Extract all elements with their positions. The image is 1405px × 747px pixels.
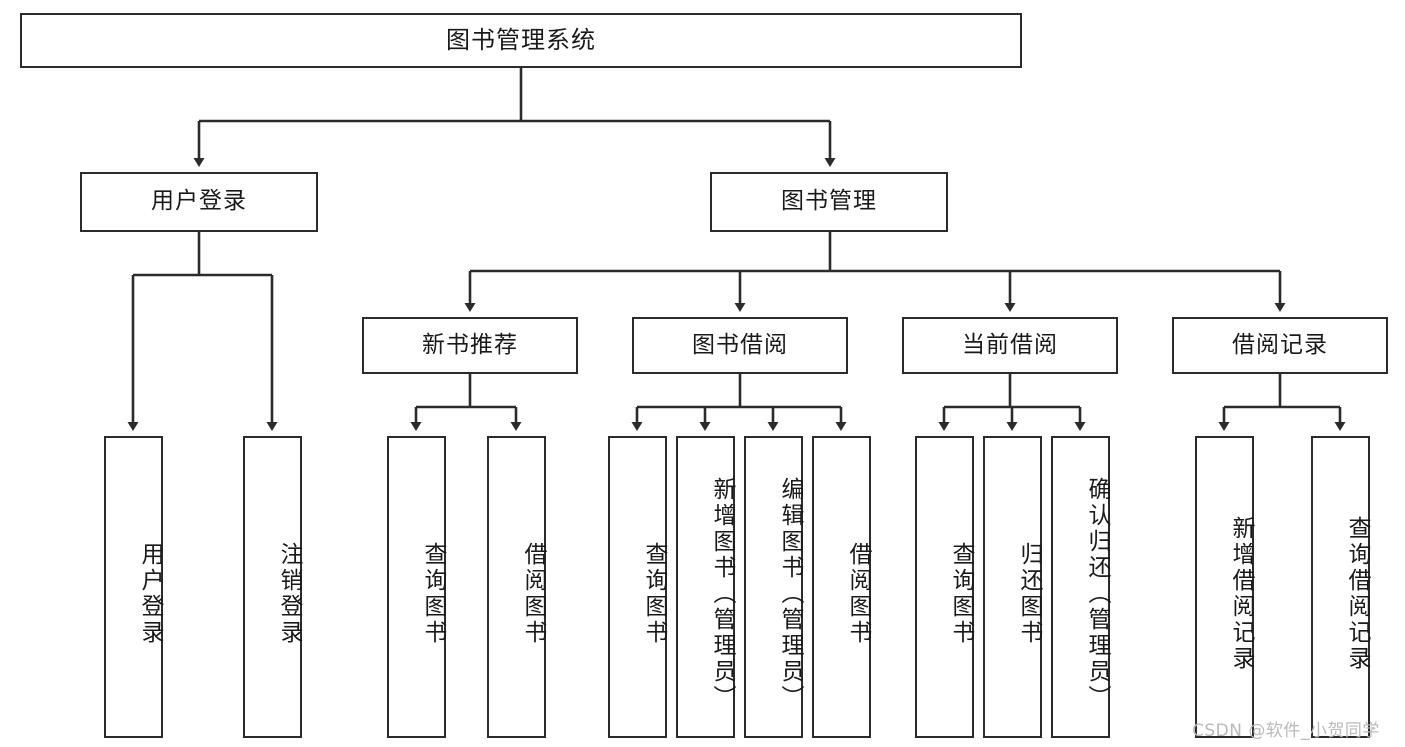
node-leaf-add-borrow-record[interactable]: 新增借阅记录 <box>1195 436 1254 738</box>
node-book-management[interactable]: 图书管理 <box>710 172 948 232</box>
node-leaf-add-book-admin[interactable]: 新增图书（管理员） <box>676 436 735 738</box>
csdn-watermark: CSDN @软件_小贺同学 <box>1192 716 1380 741</box>
node-leaf-confirm-return-admin-label: 确认归还（管理员） <box>1084 477 1110 711</box>
node-leaf-borrow-book-recommend[interactable]: 借阅图书 <box>487 436 546 738</box>
node-current-borrow[interactable]: 当前借阅 <box>902 317 1118 374</box>
node-leaf-query-book-recommend-label: 查询图书 <box>420 542 446 646</box>
node-leaf-query-book-borrow-label: 查询图书 <box>641 542 667 646</box>
node-user-login-label: 用户登录 <box>151 188 247 215</box>
node-leaf-user-login-label: 用户登录 <box>137 542 163 646</box>
node-leaf-add-book-admin-label: 新增图书（管理员） <box>709 477 735 711</box>
node-book-borrow-label: 图书借阅 <box>692 331 788 358</box>
node-leaf-query-book-current-label: 查询图书 <box>948 542 974 646</box>
connector-borrow-to-leaves <box>631 374 847 431</box>
node-current-borrow-label: 当前借阅 <box>962 331 1058 358</box>
node-leaf-query-borrow-record-label: 查询借阅记录 <box>1344 516 1370 672</box>
connector-current-to-leaves <box>938 374 1086 431</box>
connector-userlogin-to-leaves <box>127 232 278 431</box>
node-leaf-query-borrow-record[interactable]: 查询借阅记录 <box>1311 436 1370 738</box>
node-book-management-label: 图书管理 <box>781 188 877 215</box>
node-root[interactable]: 图书管理系统 <box>20 13 1022 68</box>
node-user-login[interactable]: 用户登录 <box>80 172 318 232</box>
node-leaf-borrow-book-label: 借阅图书 <box>845 542 871 646</box>
connector-root-to-level2 <box>193 68 836 167</box>
node-leaf-edit-book-admin[interactable]: 编辑图书（管理员） <box>744 436 803 738</box>
node-leaf-borrow-book[interactable]: 借阅图书 <box>812 436 871 738</box>
csdn-watermark-text: CSDN @软件_小贺同学 <box>1192 721 1380 741</box>
node-leaf-query-book-recommend[interactable]: 查询图书 <box>387 436 446 738</box>
node-leaf-confirm-return-admin[interactable]: 确认归还（管理员） <box>1051 436 1110 738</box>
connector-recommend-to-leaves <box>410 374 522 431</box>
node-leaf-borrow-book-recommend-label: 借阅图书 <box>520 542 546 646</box>
connector-bookmgmt-to-level3 <box>464 232 1286 312</box>
connector-record-to-leaves <box>1218 374 1346 431</box>
node-leaf-return-book-label: 归还图书 <box>1016 542 1042 646</box>
node-borrow-record[interactable]: 借阅记录 <box>1172 317 1388 374</box>
node-leaf-return-book[interactable]: 归还图书 <box>983 436 1042 738</box>
node-new-book-recommend-label: 新书推荐 <box>422 331 518 358</box>
node-new-book-recommend[interactable]: 新书推荐 <box>362 317 578 374</box>
node-root-label: 图书管理系统 <box>446 26 596 55</box>
node-borrow-record-label: 借阅记录 <box>1232 331 1328 358</box>
node-leaf-user-login[interactable]: 用户登录 <box>104 436 163 738</box>
node-leaf-query-book-borrow[interactable]: 查询图书 <box>608 436 667 738</box>
node-leaf-query-book-current[interactable]: 查询图书 <box>915 436 974 738</box>
node-leaf-logout-login-label: 注销登录 <box>276 542 302 646</box>
node-leaf-add-borrow-record-label: 新增借阅记录 <box>1228 516 1254 672</box>
node-leaf-edit-book-admin-label: 编辑图书（管理员） <box>777 477 803 711</box>
node-book-borrow[interactable]: 图书借阅 <box>632 317 848 374</box>
node-leaf-logout-login[interactable]: 注销登录 <box>243 436 302 738</box>
